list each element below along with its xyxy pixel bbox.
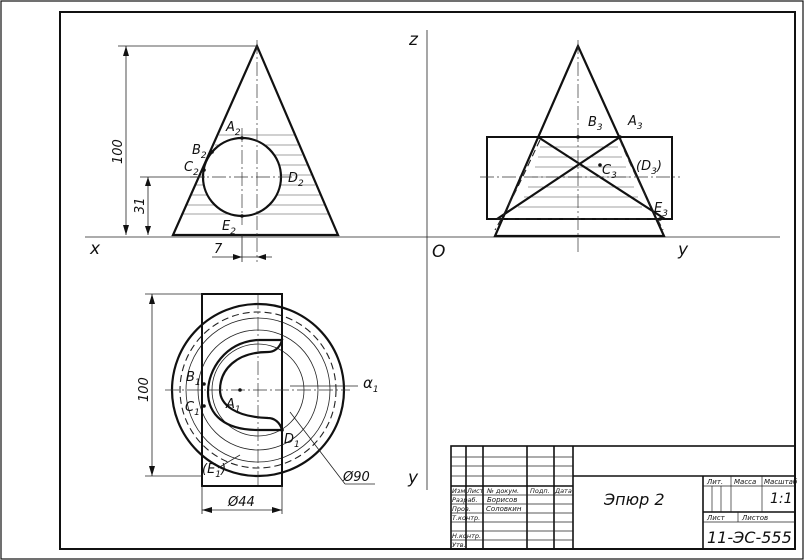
point-b3 — [576, 135, 580, 139]
drawing-frame — [59, 11, 796, 550]
label-c1: C1 — [185, 400, 200, 418]
tb-col-doc: № докум. — [486, 487, 519, 495]
point-e3 — [658, 217, 662, 221]
point-c3 — [598, 163, 602, 167]
tb-col-izm: Изм. — [452, 487, 467, 495]
label-e2: E2 — [222, 219, 236, 237]
label-e3: E3 — [654, 201, 668, 219]
top-cutout-shape — [206, 338, 284, 432]
origin-label: O — [432, 242, 445, 262]
y-axis-label-right: y — [677, 240, 689, 260]
y-axis-label-bottom: y — [407, 468, 419, 488]
tb-row-tkontr: Т.контр. — [452, 514, 480, 522]
dim-offset-7: 7 — [214, 242, 223, 257]
front-cone-outline — [171, 43, 340, 237]
top-view: α1 B1 C1 A1 D1 (E1) 100 Ø90 Ø44 — [137, 293, 379, 514]
point-a3 — [618, 135, 622, 139]
dim-width-44: Ø44 — [227, 495, 255, 510]
tb-row-razrab: Разраб. — [452, 496, 478, 504]
label-d2: D2 — [288, 171, 304, 189]
label-d1: D1 — [284, 432, 300, 450]
tb-scale-label: Масштаб — [764, 478, 798, 486]
projection-axes: x z y y O — [85, 30, 780, 490]
label-b3: B3 — [588, 115, 603, 133]
tb-sheet: Лист — [706, 514, 726, 522]
tb-row-utv: Утв. — [452, 541, 466, 549]
tb-row-nkontr: Н.контр. — [452, 532, 481, 540]
tb-sheets: Листов — [741, 514, 768, 522]
side-cone-outline — [493, 43, 666, 238]
label-b2: B2 — [192, 143, 207, 161]
tb-author: Борисов — [487, 496, 517, 504]
point-e2 — [240, 214, 244, 218]
side-view: B3 A3 C3 (D3) E3 — [480, 40, 680, 252]
label-e1: (E1) — [202, 462, 226, 480]
label-c3: C3 — [602, 163, 617, 181]
point-d1 — [280, 428, 284, 432]
label-a2: A2 — [225, 120, 241, 138]
tb-col-sign: Подп. — [530, 487, 550, 495]
point-c1 — [202, 404, 206, 408]
label-a1: A1 — [225, 397, 241, 415]
tb-mass: Масса — [734, 478, 756, 486]
dim-height-100: 100 — [111, 139, 126, 164]
point-a1 — [238, 388, 242, 392]
label-c2: C2 — [184, 160, 199, 178]
point-b2 — [210, 150, 214, 154]
tb-scale: 1:1 — [770, 491, 793, 507]
dim-depth-100: 100 — [137, 377, 152, 402]
tb-col-date: Дата — [554, 487, 572, 495]
label-b1: B1 — [186, 370, 201, 388]
title-block: Изм. Лист № докум. Подп. Дата Разраб. Пр… — [450, 445, 798, 550]
tb-checker: Соловкин — [486, 505, 522, 513]
tb-col-list: Лист — [466, 487, 484, 495]
dim-level-31: 31 — [133, 197, 148, 214]
point-a2 — [240, 136, 244, 140]
tb-lit: Лит. — [706, 478, 723, 486]
tb-title: Эпюр 2 — [603, 490, 665, 509]
tb-row-prov: Пров. — [452, 505, 471, 513]
x-axis-label: x — [89, 239, 101, 259]
label-a3: A3 — [627, 114, 643, 132]
point-b1 — [202, 382, 206, 386]
point-c2 — [202, 168, 206, 172]
label-d3: (D3) — [636, 159, 662, 177]
front-view: A2 B2 C2 D2 E2 100 31 7 — [111, 40, 340, 262]
z-axis-label: z — [408, 30, 419, 50]
tb-code: 11-ЭС-555 — [707, 528, 792, 547]
label-alpha1: α1 — [363, 374, 379, 395]
dim-diam-90: Ø90 — [342, 470, 370, 485]
